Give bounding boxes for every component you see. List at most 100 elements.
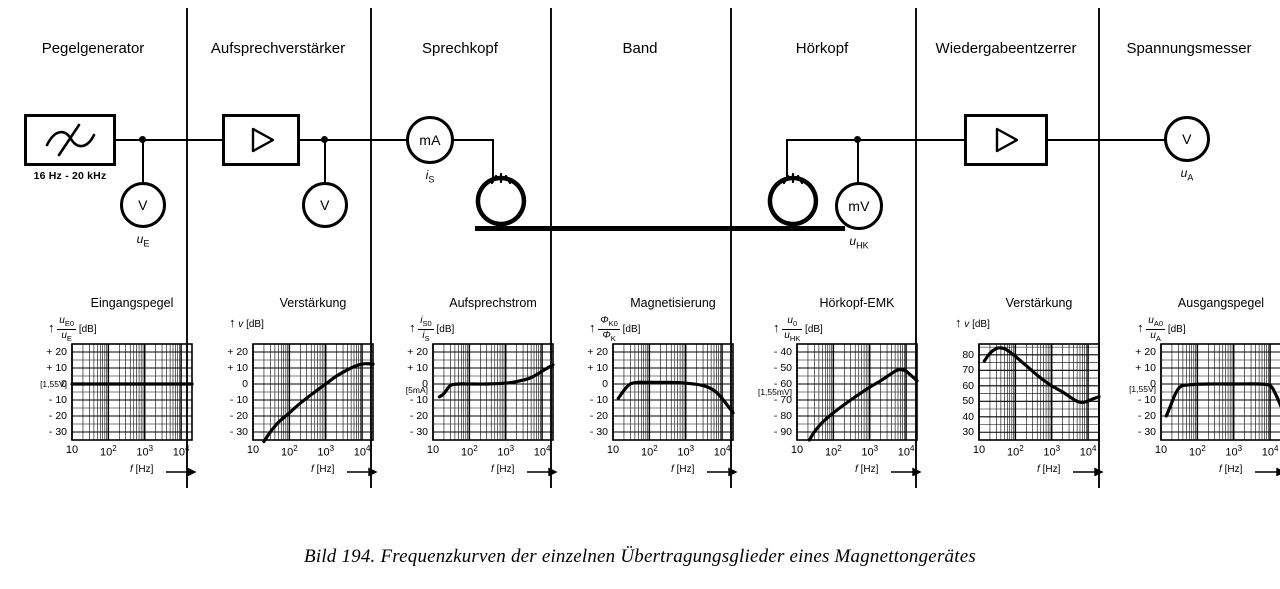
magnetic-tape [475, 226, 845, 231]
chart-y-tick: - 40 [773, 346, 792, 358]
chart-x-tick: 102 [460, 444, 478, 459]
chart-y-tick: + 20 [227, 346, 248, 358]
wire-playhead-up [786, 139, 788, 181]
chart-x-tick: 102 [99, 444, 117, 459]
chart-y-tick: + 20 [46, 346, 67, 358]
chart-reference-label: [5mA] [405, 385, 428, 396]
chart-x-axis-label: f [Hz] [491, 464, 515, 475]
chart-y-tick: - 20 [409, 410, 428, 422]
chart-y-tick: 0 [242, 378, 248, 390]
chart-y-tick: - 10 [229, 394, 248, 406]
record-head [470, 170, 532, 237]
chart-x-axis-label: f [Hz] [1219, 464, 1243, 475]
chart-y-tick: - 10 [589, 394, 608, 406]
chart-plot [978, 343, 1104, 476]
chart-y-tick: + 20 [587, 346, 608, 358]
chart-x-tick: 103 [861, 444, 879, 459]
chart-x-tick: 103 [1043, 444, 1061, 459]
chart-x-tick: 102 [1006, 444, 1024, 459]
chart-title: Hörkopf-EMK [819, 296, 895, 310]
chart-x-tick: 10 [606, 444, 620, 456]
chart-plot [70, 343, 197, 476]
chart-x-tick: 10 [426, 444, 440, 456]
figure-caption: Bild 194. Frequenzkurven der einzelnen Ü… [304, 546, 976, 567]
chart-reference-label: [1,55V] [1129, 383, 1156, 394]
chart-x-axis-label: f [Hz] [855, 464, 879, 475]
wire-node-to-voltmeter-input [142, 139, 144, 184]
column-title-band: Band [622, 40, 658, 57]
chart-y-tick: - 30 [48, 426, 67, 438]
chart-x-tick: 10 [790, 444, 804, 456]
column-title-pegelgenerator: Pegelgenerator [41, 40, 145, 57]
voltmeter-amp-out: V [302, 182, 348, 228]
chart-y-tick: 60 [962, 379, 974, 392]
generator-frequency-range: 16 Hz - 20 kHz [33, 170, 107, 182]
column-divider [1098, 8, 1100, 488]
column-title-wiedergabeentzerrer: Wiedergabeentzerrer [935, 40, 1077, 57]
chart-reference-label: [1,55V] [40, 379, 67, 389]
wire-node-to-millivoltmeter [857, 139, 859, 184]
chart-x-tick: 103 [317, 444, 335, 459]
chart-x-tick: 10 [65, 444, 79, 456]
chart-y-tick: - 20 [589, 410, 608, 422]
chart-y-tick: 0 [61, 378, 67, 390]
chart-y-tick: - 30 [1137, 426, 1156, 438]
chart-y-tick: + 20 [407, 346, 428, 358]
playback-equalizer-block [964, 114, 1048, 166]
chart-x-tick: 102 [824, 444, 842, 459]
chart-x-tick: 104 [172, 444, 190, 459]
chart-y-tick: + 10 [407, 362, 428, 374]
chart-x-axis-label: f [Hz] [130, 464, 154, 475]
wire-equalizer-to-output-voltmeter [1048, 139, 1166, 141]
ammeter-record-current-label: iS [425, 168, 435, 185]
chart-x-tick: 103 [136, 444, 154, 459]
chart-plot [796, 343, 922, 476]
chart-x-tick: 104 [533, 444, 551, 459]
chart-plot [432, 343, 558, 476]
chart-title: Verstärkung [279, 296, 347, 310]
chart-x-tick: 104 [353, 444, 371, 459]
chart-y-tick: + 10 [587, 362, 608, 374]
voltmeter-input-label: uE [136, 232, 150, 249]
chart-x-tick: 10 [972, 444, 986, 456]
chart-y-tick: - 10 [409, 394, 428, 406]
chart-plot [1160, 343, 1280, 476]
ammeter-record-current: mA [406, 116, 454, 164]
chart-y-tick: - 10 [48, 394, 67, 406]
chart-y-tick: - 50 [773, 362, 792, 374]
chart-title: Magnetisierung [630, 296, 716, 310]
chart-plot [252, 343, 378, 476]
chart-x-axis-label: f [Hz] [1037, 464, 1061, 475]
chart-x-axis-label: f [Hz] [311, 464, 335, 475]
chart-y-tick: - 30 [589, 426, 608, 438]
chart-title: Verstärkung [1005, 296, 1073, 310]
chart-x-tick: 104 [1079, 444, 1097, 459]
chart-y-tick: - 20 [48, 410, 67, 422]
chart-y-tick: 70 [962, 364, 974, 377]
voltmeter-input: V [120, 182, 166, 228]
chart-plot [612, 343, 738, 476]
wire-amp-to-ammeter [300, 139, 410, 141]
wire-playhead-to-equalizer [786, 139, 966, 141]
chart-y-tick: + 20 [1135, 346, 1156, 358]
column-title-sprechkopf: Sprechkopf [422, 40, 498, 57]
chart-x-tick: 103 [677, 444, 695, 459]
wire-generator-to-amp [116, 139, 222, 141]
chart-y-axis-label: ↑ v [dB] [955, 315, 990, 330]
chart-x-tick: 102 [280, 444, 298, 459]
chart-y-tick: - 20 [1137, 410, 1156, 422]
chart-y-tick: 50 [962, 395, 974, 408]
chart-x-tick: 104 [897, 444, 915, 459]
chart-curve [982, 346, 1101, 405]
chart-title: Aufsprechstrom [449, 296, 537, 310]
